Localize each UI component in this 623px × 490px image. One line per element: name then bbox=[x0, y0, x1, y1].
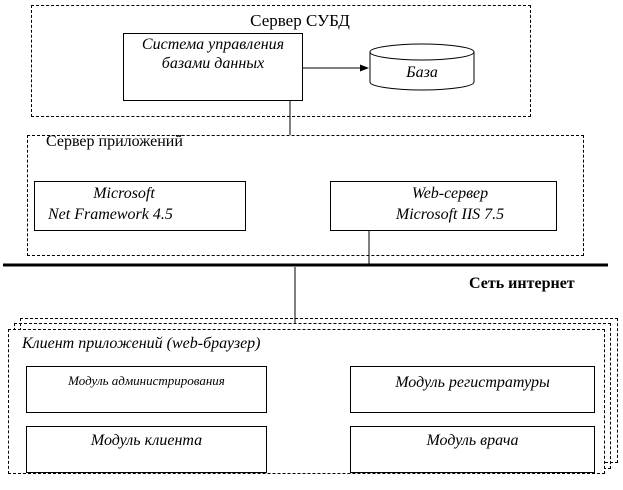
net-framework-label-line2: Net Framework 4.5 bbox=[48, 206, 173, 223]
module-doctor-label: Модуль врача bbox=[426, 432, 519, 449]
net-framework-label-line1: Microsoft bbox=[93, 185, 155, 202]
app-server-title: Сервер приложений bbox=[46, 133, 183, 150]
network-label: Сеть интернет bbox=[469, 275, 575, 292]
module-doctor-box bbox=[350, 426, 595, 473]
module-registry-label: Модуль регистратуры bbox=[395, 374, 550, 391]
web-server-box bbox=[330, 181, 557, 231]
module-admin-box bbox=[26, 366, 267, 413]
web-server-label-line1: Web-сервер bbox=[411, 185, 489, 202]
dbms-server-group bbox=[31, 5, 531, 117]
web-server-label-line2: Microsoft IIS 7.5 bbox=[395, 206, 505, 223]
module-client-label: Модуль клиента bbox=[90, 432, 203, 449]
arrow-head-icon bbox=[360, 64, 369, 72]
client-app-title: Клиент приложений (web-браузер) bbox=[22, 335, 261, 352]
dbms-box-label-line2: базами данных bbox=[161, 55, 265, 72]
net-framework-box bbox=[34, 181, 246, 231]
dbms-box-label-line1: Система управления bbox=[141, 36, 285, 53]
database-label: База bbox=[406, 64, 438, 81]
dbms-box bbox=[123, 33, 303, 101]
module-client-box bbox=[26, 426, 267, 473]
module-registry-box bbox=[350, 366, 595, 413]
database-cylinder-icon bbox=[369, 43, 475, 91]
dbms-server-title: Сервер СУБД bbox=[250, 11, 350, 30]
module-admin-label: Модуль администрирования bbox=[68, 373, 225, 388]
app-server-group bbox=[27, 135, 584, 256]
